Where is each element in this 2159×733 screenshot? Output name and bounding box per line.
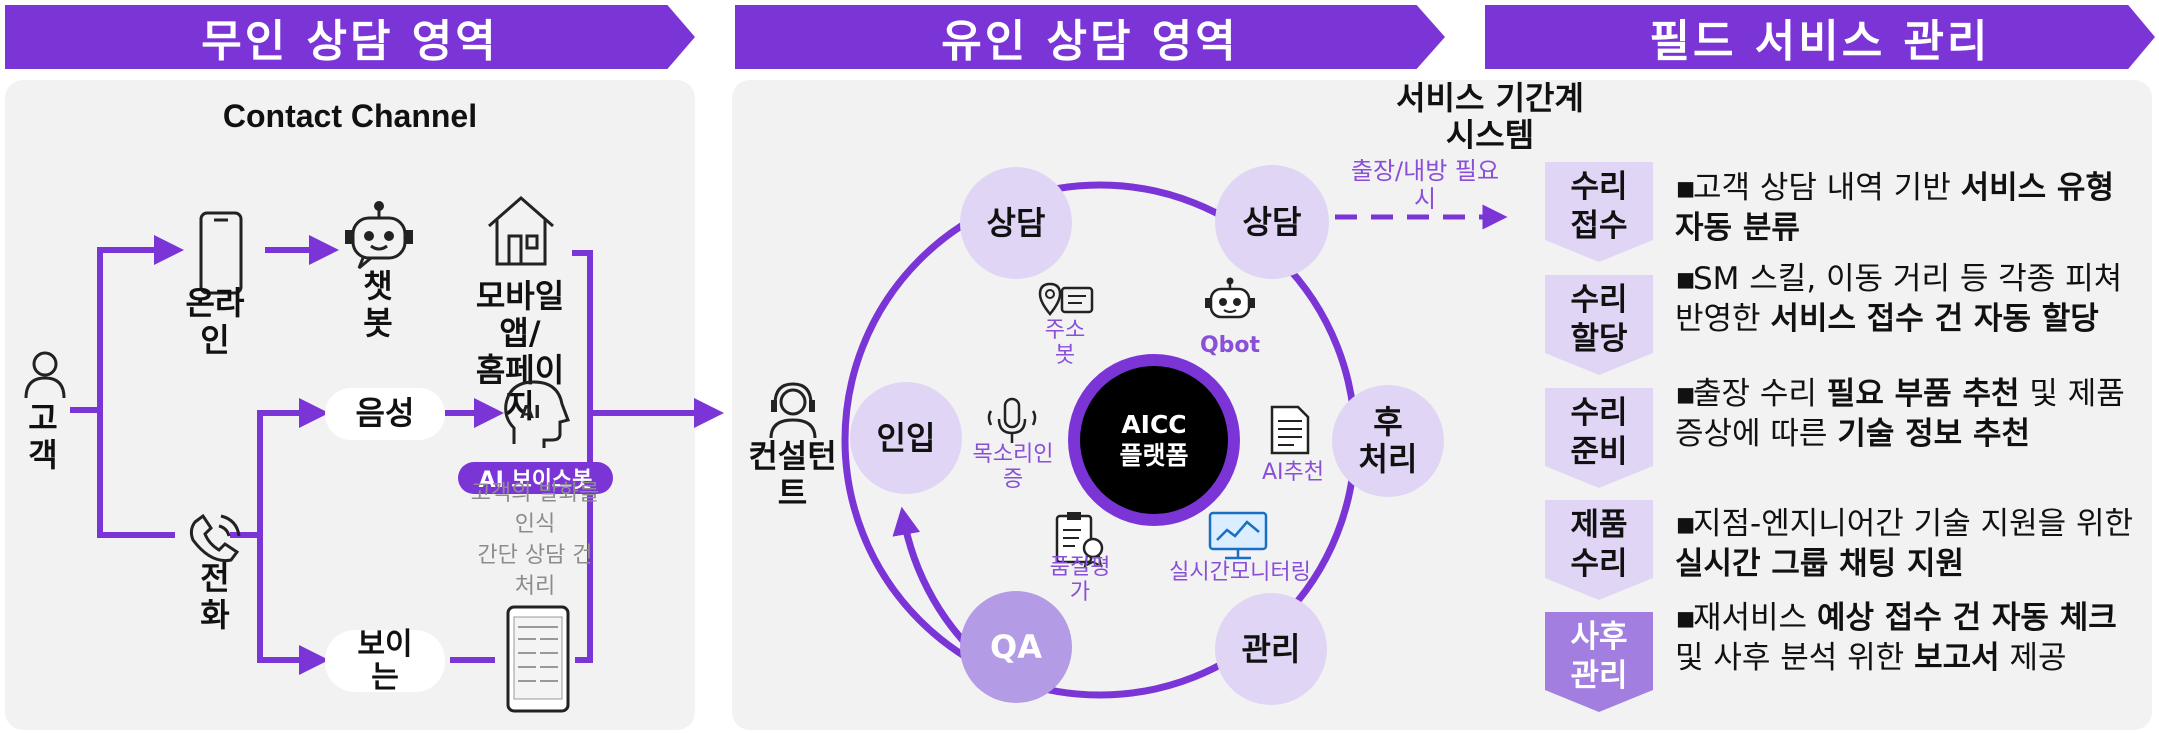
- step-after-care: 사후 관리: [1545, 612, 1653, 712]
- monitoring-label: 실시간모니터링: [1169, 560, 1311, 585]
- node-qa: QA: [960, 591, 1072, 703]
- quality-eval-label: 품질평 가: [1049, 555, 1111, 606]
- online-label[interactable]: 온라 인: [185, 284, 245, 359]
- step-desc-text: 재서비스 예상 접수 건 자동 체크 및 사후 분석 위한 보고서 제공: [1675, 600, 2117, 676]
- node-manage-label: 관리: [1241, 629, 1301, 668]
- voice-auth-label: 목소리인 증: [972, 442, 1054, 493]
- banner-unmanned-label: 무인 상담 영역: [201, 16, 499, 67]
- voice-auth-icon: [987, 397, 1037, 443]
- node-manage: 관리: [1215, 593, 1327, 705]
- voice-pill-label: 음성: [355, 394, 415, 433]
- step-repair-prep-label: 수리 준비: [1570, 395, 1628, 470]
- voice-pill: 음성: [325, 388, 445, 440]
- bullet: ▪: [1675, 170, 1697, 206]
- step-repair-intake-label: 수리 접수: [1570, 169, 1628, 244]
- dispatch-label: 출장/내방 필요 시: [1350, 157, 1500, 213]
- step-product-repair-desc: ▪지점-엔지니어간 기술 지원을 위한 실시간 그룹 채팅 지원: [1675, 504, 2135, 584]
- consultant-label: 컨설턴 트: [748, 437, 837, 512]
- step-desc-text: 출장 수리 필요 부품 추천 및 제품 증상에 따른 기술 정보 추천: [1675, 376, 2125, 452]
- bullet: ▪: [1675, 506, 1697, 542]
- step-desc-text: 고객 상담 내역 기반 서비스 유형 자동 분류: [1675, 170, 2114, 246]
- voicebot-description: 고객의 발화를 인식 간단 상담 건 처리: [470, 481, 600, 599]
- step-desc-text: 지점-엔지니어간 기술 지원을 위한 실시간 그룹 채팅 지원: [1675, 506, 2134, 582]
- banner-field: 필드 서비스 관리: [1485, 5, 2155, 69]
- ai-voicebot-badge: AI 보이스봇: [458, 462, 613, 494]
- step-repair-intake-desc: ▪고객 상담 내역 기반 서비스 유형 자동 분류: [1675, 168, 2135, 248]
- step-product-repair: 제품 수리: [1545, 500, 1653, 600]
- service-system-label: 서비스 기간계 시스템: [1396, 79, 1584, 154]
- node-qa-label: QA: [990, 627, 1042, 666]
- headset-icon: [769, 382, 817, 439]
- qbot-icon: [1205, 277, 1255, 319]
- node-post-process: 후 처리: [1332, 385, 1444, 497]
- address-bot-label: 주소 봇: [1044, 318, 1086, 369]
- node-consult-right: 상담: [1215, 165, 1329, 279]
- house-icon: [488, 196, 554, 266]
- robot-icon: [345, 201, 413, 270]
- address-bot-icon: [1038, 282, 1094, 316]
- ai-recommend-icon: [1270, 405, 1310, 455]
- banner-unmanned: 무인 상담 영역: [5, 5, 695, 69]
- chatbot-label: 챗 봇: [363, 267, 393, 342]
- mobile-web-label: 모바일 앱/ 홈페이 지: [475, 277, 565, 426]
- ai-recommend-label: AI추천: [1261, 460, 1325, 485]
- step-repair-assign-label: 수리 할당: [1570, 282, 1628, 357]
- step-after-care-desc: ▪재서비스 예상 접수 건 자동 체크 및 사후 분석 위한 보고서 제공: [1675, 598, 2135, 678]
- tablet-icon: [506, 605, 570, 713]
- node-post-process-label: 후 처리: [1358, 403, 1418, 478]
- ai-voicebot-label: AI 보이스봇: [478, 468, 593, 493]
- step-desc-text: SM 스킬, 이동 거리 등 각종 피쳐 반영한 서비스 접수 건 자동 할당: [1675, 261, 2123, 337]
- ai-head-icon: AI: [504, 380, 570, 448]
- bullet: ▪: [1675, 600, 1697, 636]
- customer-label: 고 객: [28, 399, 58, 474]
- node-intake-label: 인입: [876, 418, 936, 457]
- step-repair-prep: 수리 준비: [1545, 388, 1653, 488]
- person-icon: [24, 351, 66, 399]
- phone-ring-icon: [189, 513, 241, 563]
- svg-text:AI: AI: [520, 402, 541, 423]
- visible-pill: 보이 는: [325, 627, 445, 695]
- node-consult-left: 상담: [960, 167, 1072, 279]
- step-repair-assign-desc: ▪SM 스킬, 이동 거리 등 각종 피쳐 반영한 서비스 접수 건 자동 할당: [1675, 259, 2135, 339]
- smartphone-icon: [199, 211, 243, 295]
- bullet: ▪: [1675, 261, 1697, 297]
- banner-manned: 유인 상담 영역: [735, 5, 1445, 69]
- qbot-label: Qbot: [1199, 333, 1261, 358]
- step-repair-intake: 수리 접수: [1545, 162, 1653, 262]
- bullet: ▪: [1675, 376, 1697, 412]
- contact-channel-title: Contact Channel: [222, 98, 478, 134]
- step-repair-prep-desc: ▪출장 수리 필요 부품 추천 및 제품 증상에 따른 기술 정보 추천: [1675, 374, 2135, 454]
- banner-manned-label: 유인 상담 영역: [941, 16, 1239, 67]
- aicc-platform-center: AICC 플랫폼: [1068, 354, 1240, 526]
- quality-eval-icon: [1055, 512, 1104, 568]
- node-intake: 인입: [850, 382, 962, 494]
- banner-field-label: 필드 서비스 관리: [1649, 16, 1991, 67]
- step-repair-assign: 수리 할당: [1545, 275, 1653, 375]
- phone-label[interactable]: 전 화: [200, 559, 230, 634]
- monitoring-icon: [1208, 511, 1268, 560]
- step-product-repair-label: 제품 수리: [1570, 507, 1628, 582]
- node-consult-right-label: 상담: [1242, 202, 1302, 241]
- visible-pill-label: 보이 는: [357, 627, 413, 695]
- step-after-care-label: 사후 관리: [1570, 619, 1628, 694]
- node-consult-left-label: 상담: [986, 203, 1046, 242]
- aicc-platform-label: AICC 플랫폼: [1119, 409, 1189, 470]
